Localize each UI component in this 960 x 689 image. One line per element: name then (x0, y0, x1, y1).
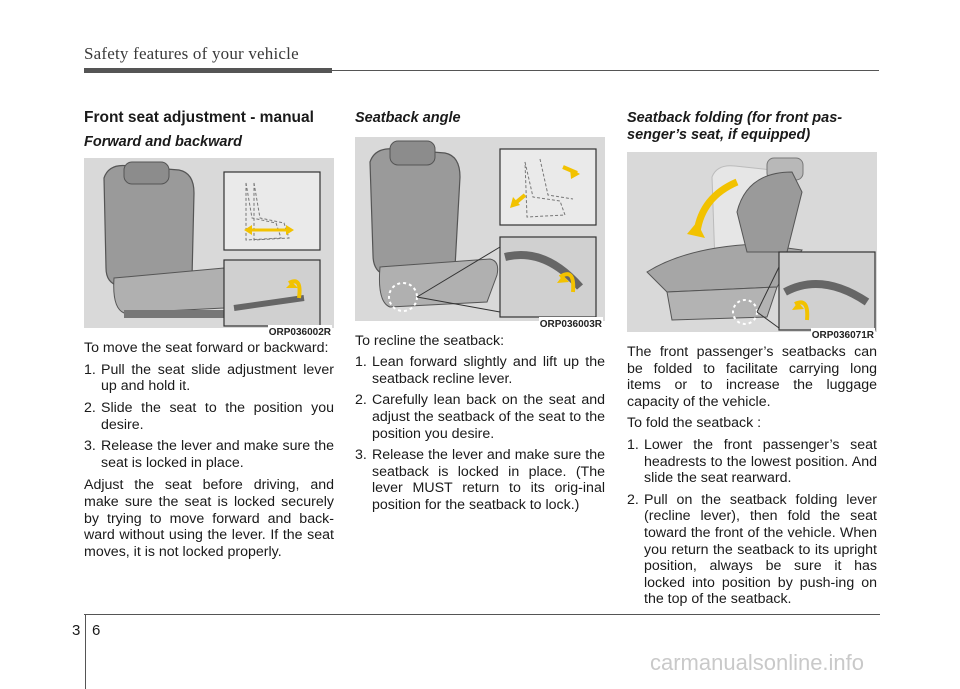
watermark: carmanualsonline.info (650, 650, 865, 675)
figure-seat-slide: ORP036002R (84, 158, 334, 342)
list-item: 2.Carefully lean back on the seat and ad… (355, 392, 605, 442)
chapter-number: 3 (72, 622, 81, 639)
page-header-title: Safety features of your vehicle (84, 44, 299, 63)
seatback-fold-illustration (627, 152, 877, 332)
figure-seatback-angle: ORP036003R (355, 136, 605, 334)
subtitle-seatback-angle: Seatback angle (355, 110, 461, 126)
list-item: 3.Release the lever and make sure the se… (355, 447, 605, 513)
list-item: 1.Lower the front passenger’s seat headr… (627, 436, 877, 487)
steps-list: 1.Lower the front passenger’s seat headr… (627, 437, 877, 608)
figure-code: ORP036071R (810, 328, 875, 345)
section-title: Front seat adjustment - manual (84, 109, 314, 126)
subtitle-seatback-folding: Seatback folding (for front pas-senger’s… (627, 110, 843, 143)
list-item: 2.Slide the seat to the position you des… (84, 399, 334, 433)
seatback-recline-illustration (355, 136, 605, 321)
figure-code: ORP036002R (267, 324, 332, 342)
footer-rule (84, 614, 880, 615)
list-item: 1.Pull the seat slide adjustment lever u… (84, 361, 334, 395)
list-item: 2.Pull on the seatback folding lever (re… (627, 491, 877, 608)
header-rule (84, 70, 879, 71)
column-seatback-folding: Seatback folding (for front pas-senger’s… (627, 110, 877, 614)
figure-seatback-folding: ORP036071R (627, 152, 877, 345)
instruction-intro: The front passenger’s seatbacks can be f… (627, 344, 877, 410)
instruction-intro-2: To fold the seatback : (627, 415, 762, 432)
steps-list: 1.Pull the seat slide adjustment lever u… (84, 362, 334, 472)
seat-slide-illustration (84, 158, 334, 329)
column-seatback-angle: Seatback angle ORP036003R To recline the… (355, 110, 605, 520)
footer-divider (85, 614, 86, 689)
column-forward-backward: Front seat adjustment - manual Forward a… (84, 109, 334, 565)
steps-list: 1.Lean forward slightly and lift up the … (355, 354, 605, 513)
list-item: 1.Lean forward slightly and lift up the … (355, 354, 605, 387)
subtitle-forward-backward: Forward and backward (84, 133, 242, 150)
safety-note: Adjust the seat before driving, and make… (84, 477, 334, 560)
page-number: 6 (92, 622, 101, 639)
instruction-intro: To recline the seatback: (355, 332, 505, 349)
figure-code: ORP036003R (538, 317, 603, 334)
instruction-intro: To move the seat forward or backward: (84, 340, 329, 357)
list-item: 3.Release the lever and make sure the se… (84, 438, 334, 471)
